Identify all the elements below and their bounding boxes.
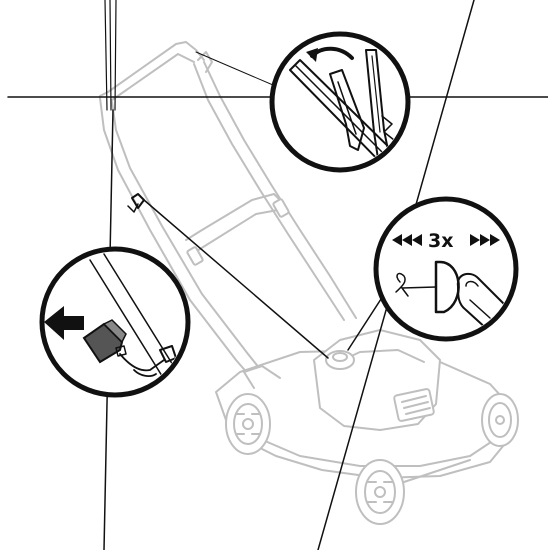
handle-crossbar-inner	[191, 209, 279, 255]
triangle-arrows-right-icon	[470, 234, 500, 246]
cable-line-1	[104, 0, 108, 111]
cable-line-3	[114, 0, 117, 111]
leader-clip-to-engine	[143, 199, 329, 359]
front-axle	[403, 459, 471, 483]
wheel-front-left	[355, 459, 405, 525]
callout-starter-pull: 3x	[373, 196, 519, 342]
curved-arrow-head	[306, 48, 318, 62]
choke-cable	[119, 353, 165, 372]
times-label: 3x	[428, 230, 453, 252]
rear-guard	[243, 365, 281, 389]
rope-knot	[395, 272, 409, 297]
handle-top-bar-inner	[111, 53, 195, 101]
lawn-mower	[99, 41, 519, 525]
handle-right-tube-inner	[193, 63, 345, 321]
starter-rope	[401, 286, 437, 289]
pull-arrow-icon	[44, 306, 84, 340]
handle-left-tube-inner	[111, 101, 273, 385]
callout-choke-lever	[269, 31, 411, 173]
leader-choke-1	[195, 51, 281, 89]
handle-lever	[197, 51, 213, 73]
wheel-rear-left	[225, 393, 271, 455]
triangle-arrows-left-icon	[392, 234, 422, 246]
hand-fingers	[456, 272, 513, 336]
air-filter-grill	[401, 395, 431, 415]
handle-right-tube	[203, 61, 357, 319]
handle-knob-right	[272, 198, 290, 218]
fuel-cap-top	[332, 352, 348, 362]
wheel-rear-right	[481, 393, 519, 447]
handle-left-tube	[99, 97, 263, 391]
cable-line-2	[109, 0, 112, 111]
choke-cable-clip	[127, 193, 145, 213]
handle-knob-left	[186, 246, 204, 266]
handle-crossbar	[185, 193, 285, 241]
callout-primer	[39, 246, 191, 398]
